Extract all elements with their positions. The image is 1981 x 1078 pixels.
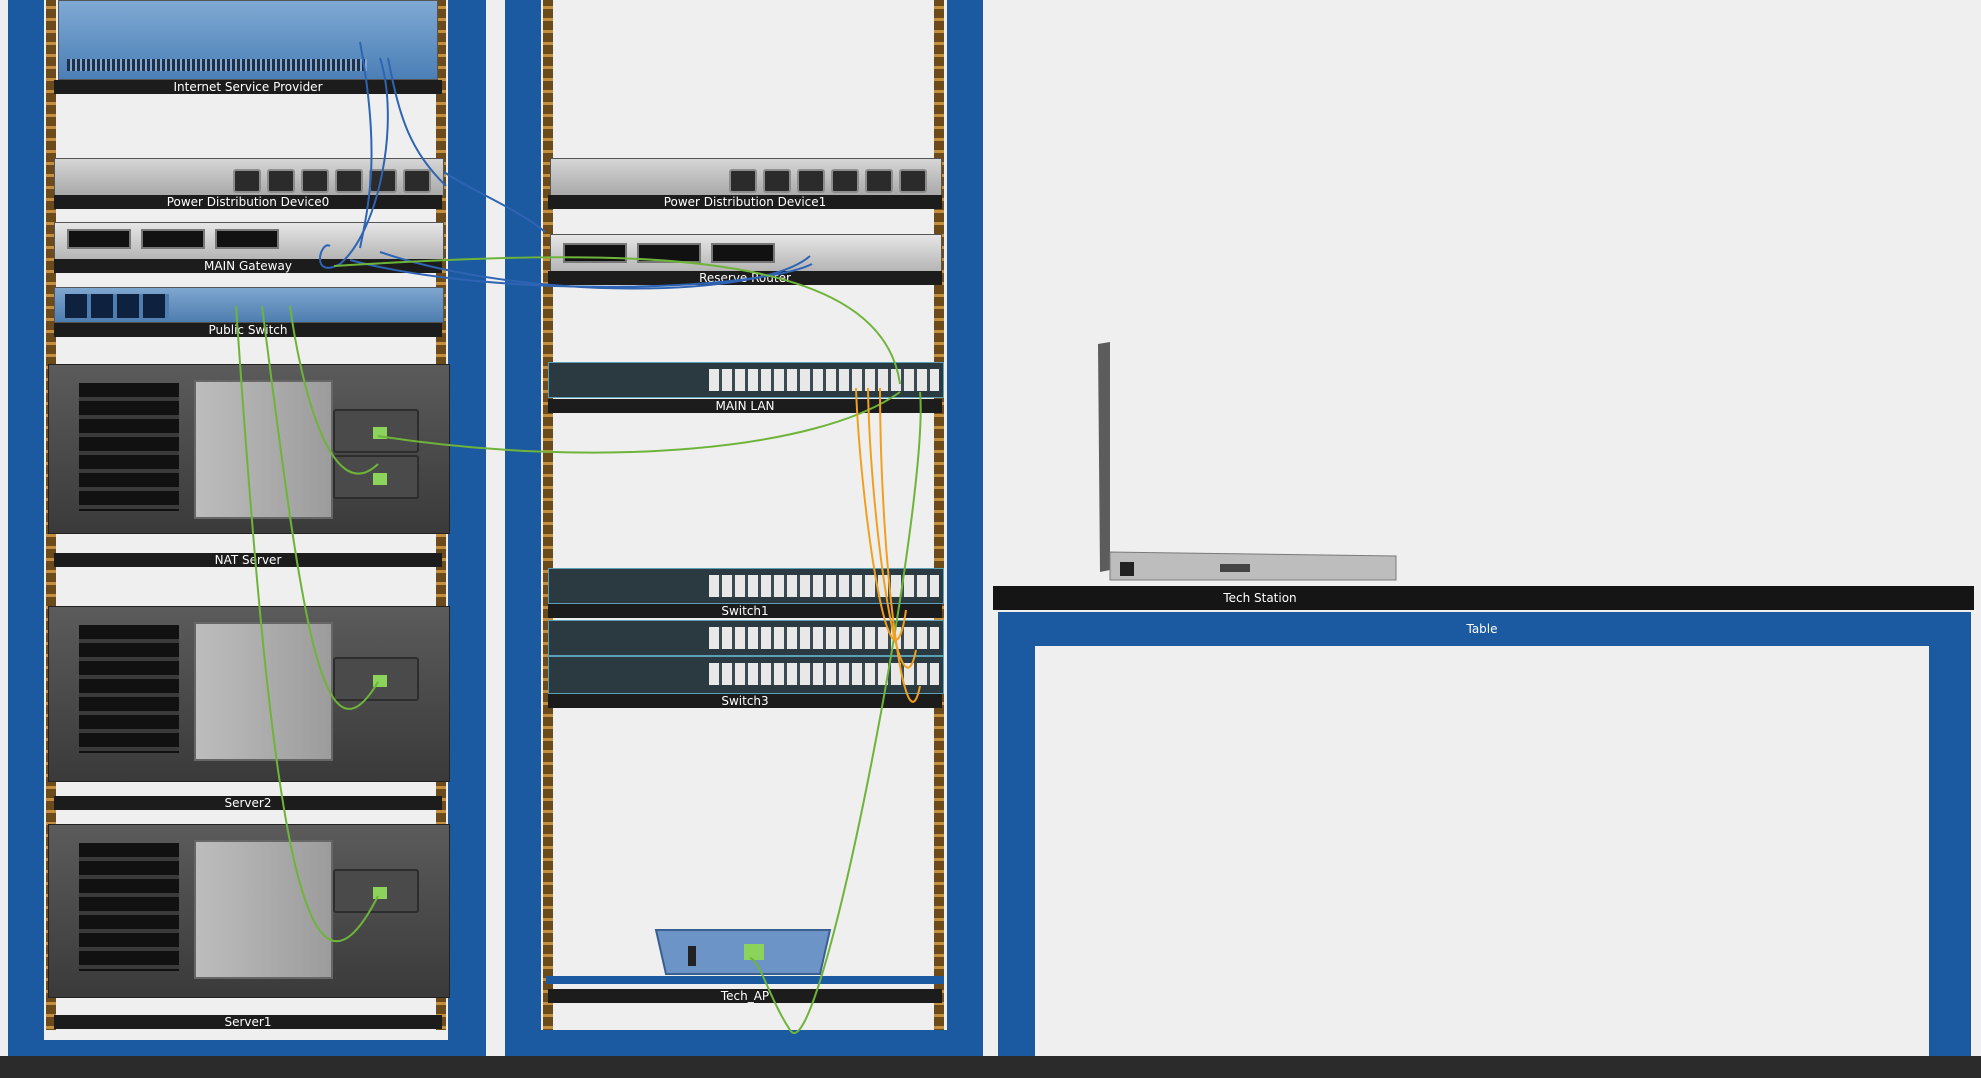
power-socket — [267, 169, 295, 193]
isp-label: Internet Service Provider — [54, 80, 442, 94]
ethernet-port — [1120, 562, 1134, 576]
power-socket — [301, 169, 329, 193]
pdu0-label: Power Distribution Device0 — [54, 195, 442, 209]
power-distribution-device-1[interactable] — [550, 158, 942, 196]
drive-bays — [79, 383, 179, 511]
nic-module — [333, 657, 419, 701]
switch3[interactable] — [548, 656, 944, 694]
router-slot — [637, 243, 701, 263]
isp-device[interactable] — [58, 0, 438, 80]
ethernet-port — [744, 944, 764, 960]
power-socket — [335, 169, 363, 193]
power-distribution-device-0[interactable] — [54, 158, 444, 196]
power-socket — [831, 169, 859, 193]
laptop-base — [1109, 551, 1397, 581]
router-slot — [141, 229, 205, 249]
bottom-status-bar — [0, 1056, 1981, 1078]
nat-server[interactable] — [48, 364, 450, 534]
nat-server-label: NAT Server — [54, 553, 442, 567]
main-gateway-label: MAIN Gateway — [54, 259, 442, 273]
reserve-router-label: Reserve Router — [548, 271, 942, 285]
switch-port-bank — [709, 663, 939, 685]
server-blank-panel — [194, 380, 333, 519]
server2[interactable] — [48, 606, 450, 782]
switch1-label: Switch1 — [548, 604, 942, 618]
power-socket — [729, 169, 757, 193]
ethernet-port — [373, 675, 387, 687]
router-slot — [563, 243, 627, 263]
server1-label: Server1 — [54, 1015, 442, 1029]
server-blank-panel — [194, 622, 333, 761]
tech-station-laptop[interactable] — [1090, 340, 1410, 586]
drive-bays — [79, 625, 179, 753]
router-slot — [67, 229, 131, 249]
table-interior — [1035, 646, 1929, 1058]
main-lan-label: MAIN LAN — [548, 399, 942, 413]
isp-module-row — [67, 59, 367, 71]
switch3-label: Switch3 — [548, 694, 942, 708]
router-slot — [711, 243, 775, 263]
public-switch-label: Public Switch — [54, 323, 442, 337]
laptop-port — [1220, 564, 1250, 572]
switch-port-bank — [709, 369, 939, 391]
ethernet-port — [373, 427, 387, 439]
rack-2-interior — [541, 0, 947, 1030]
power-socket — [763, 169, 791, 193]
switch-port-bank — [709, 575, 939, 597]
reserve-router[interactable] — [550, 234, 942, 272]
power-socket — [403, 169, 431, 193]
power-switch-icon — [688, 946, 696, 966]
switch2[interactable] — [548, 620, 944, 656]
server1[interactable] — [48, 824, 450, 998]
main-gateway-router[interactable] — [54, 222, 444, 260]
table-label: Table — [1466, 622, 1498, 636]
ethernet-port — [373, 887, 387, 899]
rack-2-shelf — [546, 976, 944, 984]
switch-module-bays — [65, 294, 169, 318]
nic-module — [333, 409, 419, 453]
tech-ap-device[interactable] — [650, 926, 836, 978]
power-socket — [233, 169, 261, 193]
laptop-screen-lid — [1098, 342, 1110, 572]
rack-2-right-rail — [934, 0, 944, 1030]
main-lan-switch[interactable] — [548, 362, 944, 398]
power-socket — [369, 169, 397, 193]
switch-port-bank — [709, 627, 939, 649]
tech-ap-label: Tech_AP — [548, 989, 942, 1003]
nic-module — [333, 869, 419, 913]
power-socket — [899, 169, 927, 193]
ethernet-port — [373, 473, 387, 485]
router-slot — [215, 229, 279, 249]
public-switch[interactable] — [54, 287, 444, 323]
switch1[interactable] — [548, 568, 944, 604]
server2-label: Server2 — [54, 796, 442, 810]
tech-station-label: Tech Station — [1223, 591, 1297, 605]
pdu1-label: Power Distribution Device1 — [548, 195, 942, 209]
rack-2-left-rail — [543, 0, 553, 1030]
power-socket — [865, 169, 893, 193]
drive-bays — [79, 843, 179, 971]
nic-module — [333, 455, 419, 499]
tech-station-tabletop — [993, 586, 1974, 610]
power-socket — [797, 169, 825, 193]
server-blank-panel — [194, 840, 333, 979]
access-point-body — [654, 929, 832, 975]
